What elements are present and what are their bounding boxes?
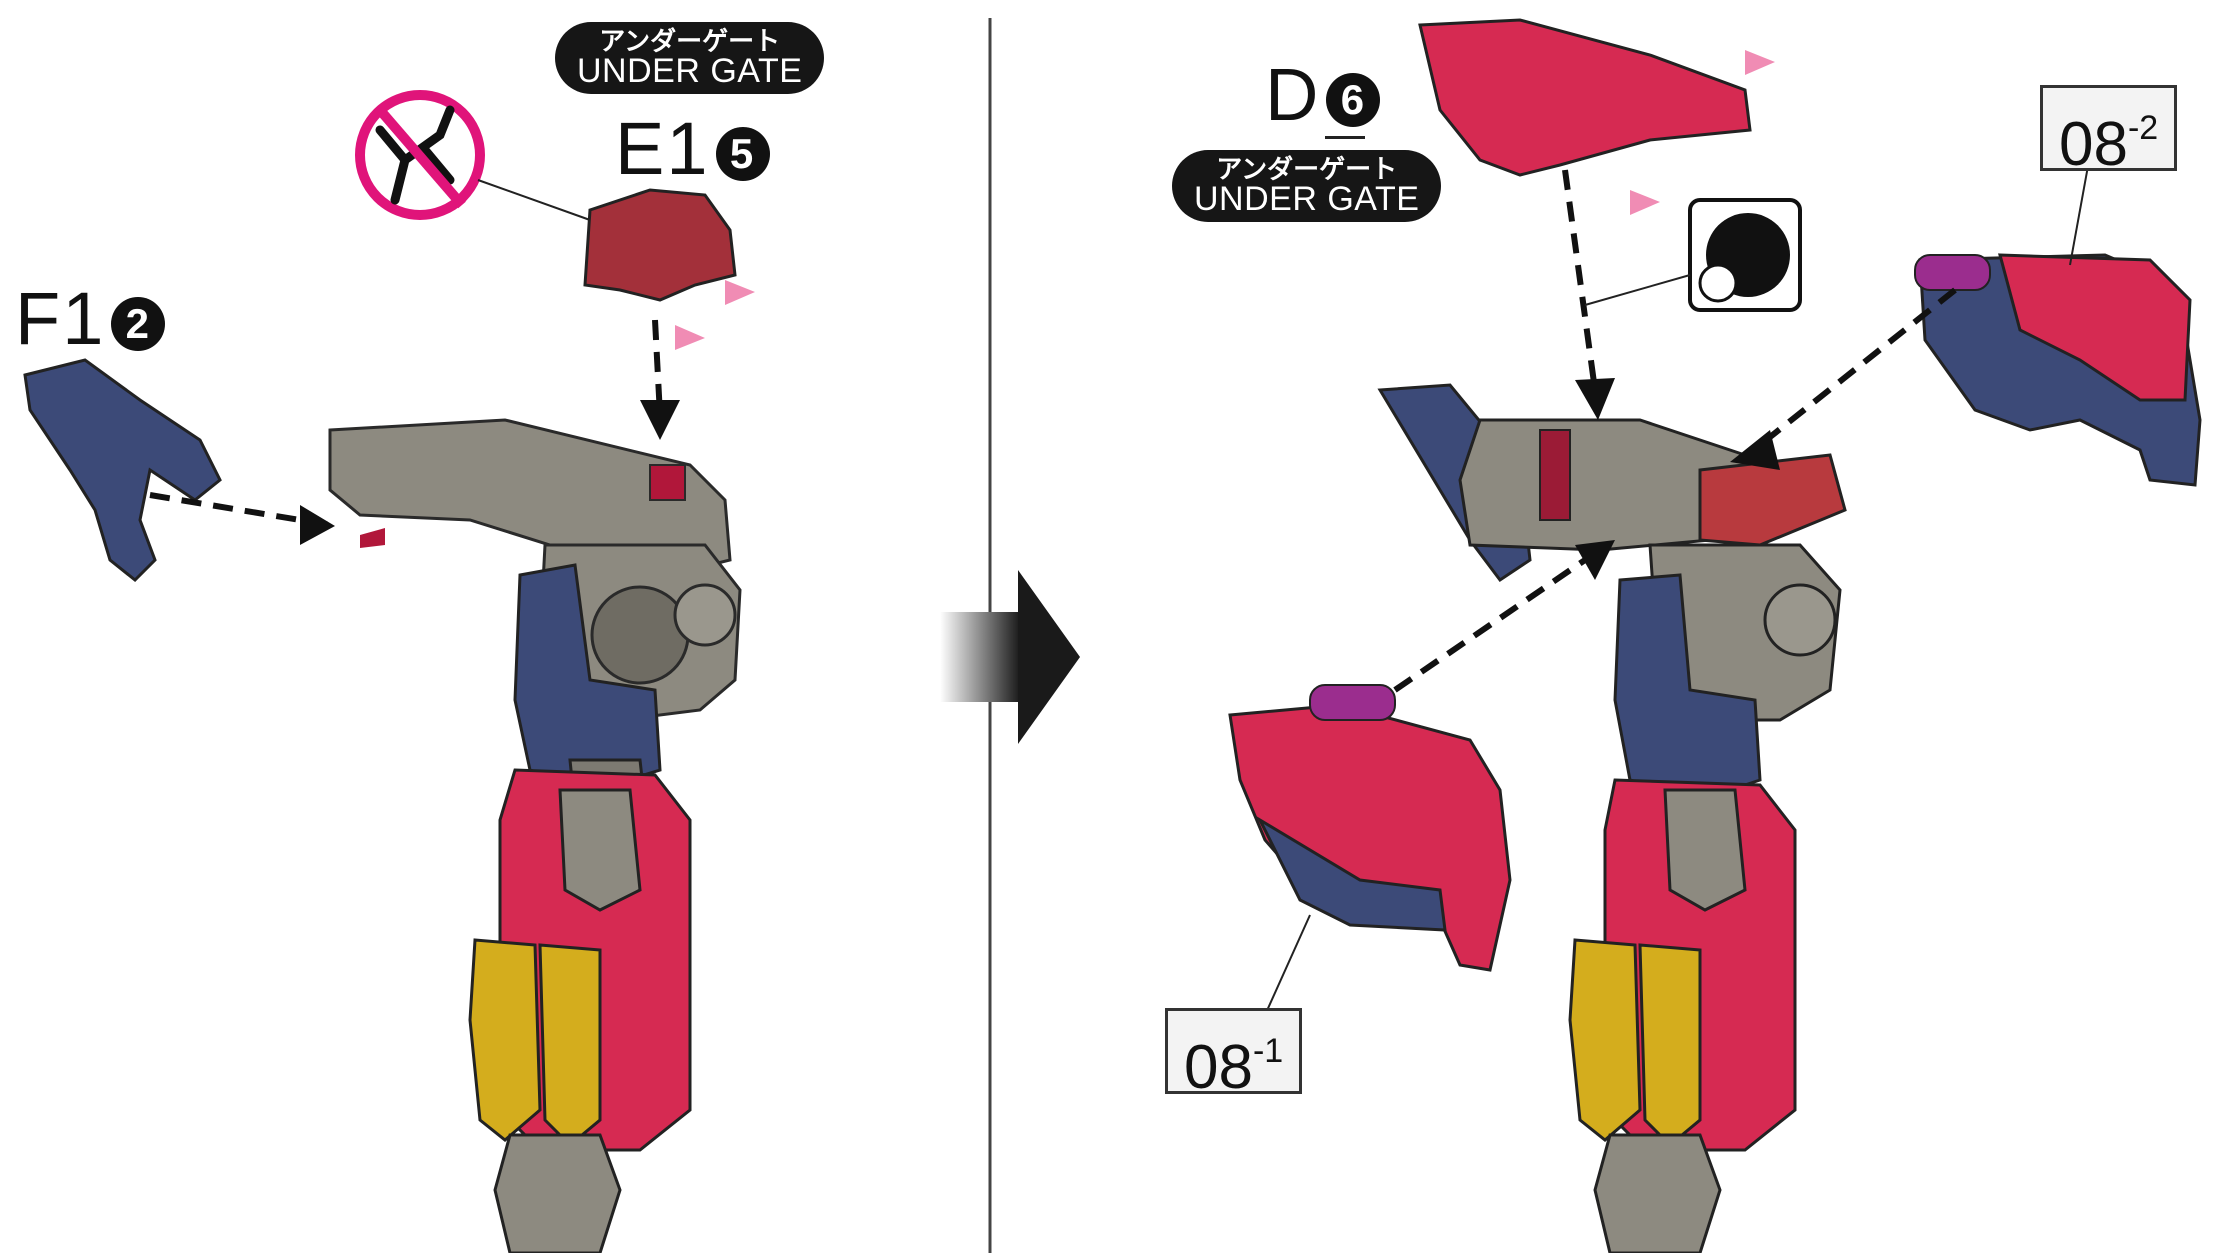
arrow-d — [1562, 169, 1598, 391]
subassembly-base: 08 — [1184, 1033, 1253, 1102]
arm-assembly-left — [328, 418, 742, 1253]
hole-position-icon — [1584, 198, 1802, 312]
subassembly-base: 08 — [2059, 110, 2128, 179]
part-code-e1: E1 — [615, 107, 710, 190]
part-code-d: D — [1265, 53, 1321, 136]
part-number-f1: 2 — [111, 297, 166, 351]
arrow-e1 — [652, 319, 663, 416]
subassembly-suffix: -1 — [1252, 1032, 1284, 1070]
part-f1-shape — [23, 358, 222, 583]
under-gate-jp: アンダーゲート — [599, 26, 781, 56]
arrow-08-2 — [1758, 287, 1957, 448]
part-d-shape — [1418, 18, 1752, 177]
arrow-08-1 — [1393, 557, 1587, 693]
subassembly-suffix: -2 — [2127, 109, 2159, 147]
subassembly-tag-08-1: 08-1 — [1165, 1008, 1303, 1102]
no-nipper-icon — [355, 90, 591, 221]
part-number-underline — [1325, 136, 1365, 139]
part-number-d: 6 — [1326, 73, 1381, 127]
next-step-arrow-icon — [940, 570, 1080, 744]
under-gate-en: UNDER GATE — [577, 52, 803, 90]
under-gate-en: UNDER GATE — [1194, 180, 1420, 218]
arm-assembly-right — [1377, 383, 1847, 1253]
d-under-gate-badge: アンダーゲート UNDER GATE — [1172, 150, 1442, 222]
e1-under-gate-badge: アンダーゲート UNDER GATE — [555, 22, 825, 94]
subassembly-tag-08-2: 08-2 — [2040, 85, 2178, 179]
part-code-f1: F1 — [15, 277, 106, 360]
part-e1-shape — [583, 188, 737, 302]
part-number-e1: 5 — [715, 127, 770, 181]
under-gate-jp: アンダーゲート — [1216, 154, 1398, 184]
